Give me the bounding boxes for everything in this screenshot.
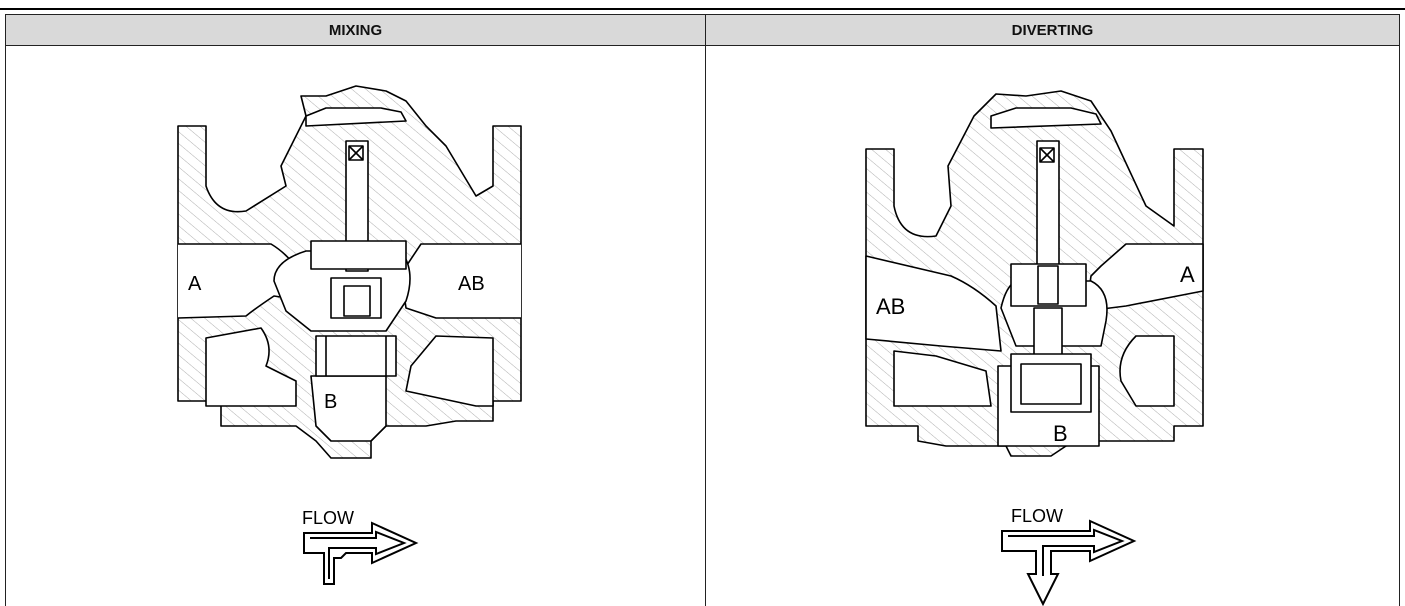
lower-pocket-left — [205, 327, 297, 407]
mixing-cell: A AB B FLOW — [5, 45, 706, 606]
lower-pocket-right — [405, 335, 494, 407]
diagram-row: A AB B FLOW — [5, 45, 1400, 606]
top-rule — [0, 8, 1405, 10]
port-label-bottom: B — [324, 391, 337, 413]
mixing-arrow-icon — [303, 521, 419, 585]
port-label-right: AB — [458, 273, 485, 295]
flow-label: FLOW — [302, 508, 354, 528]
header-mixing: MIXING — [5, 14, 706, 46]
flow-label: FLOW — [1011, 506, 1063, 526]
bonnet — [305, 107, 407, 127]
port-label-left: A — [188, 273, 202, 295]
lower-pocket-left — [893, 350, 992, 407]
bonnet — [990, 107, 1102, 129]
mixing-valve-diagram: A AB B FLOW — [177, 85, 522, 585]
diverting-arrow-icon — [1001, 519, 1137, 606]
diverting-valve-diagram: AB A B FLOW — [865, 90, 1204, 606]
port-label-bottom: B — [1053, 421, 1068, 446]
valve-comparison-table: MIXING DIVERTING — [5, 14, 1400, 606]
lower-pocket-right — [1119, 335, 1175, 407]
header-diverting: DIVERTING — [705, 14, 1400, 46]
stem — [345, 140, 369, 272]
passage-ab — [865, 255, 1002, 352]
port-label-left: AB — [876, 294, 905, 319]
plug-upper — [310, 240, 407, 270]
header-row: MIXING DIVERTING — [5, 14, 1400, 46]
port-label-right: A — [1180, 262, 1195, 287]
chamber-b — [310, 375, 387, 442]
lower-cage — [315, 335, 397, 377]
diverting-cell: AB A B FLOW — [705, 45, 1400, 606]
